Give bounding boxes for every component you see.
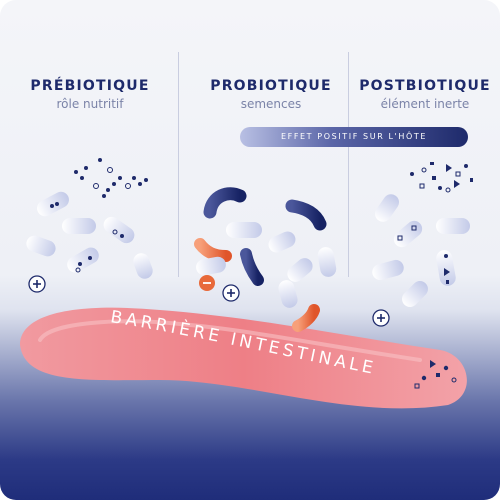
prebiotic-subtitle: rôle nutritif: [56, 97, 124, 111]
plus-circle-icon: [222, 284, 240, 302]
postbiotic-bacteria: [372, 194, 470, 307]
minus-circle-icon: [199, 275, 215, 291]
prebiotic-title: PRÉBIOTIQUE: [30, 78, 150, 94]
column-divider-left: [178, 52, 179, 277]
probiotic-bacteria: [194, 187, 337, 332]
postbiotic-particles: [410, 162, 473, 193]
barrier-highlight: [38, 319, 422, 362]
probiotic-title: PROBIOTIQUE: [210, 78, 332, 94]
intestinal-barrier-band: [20, 307, 467, 409]
postbiotic-title: POSTBIOTIQUE: [359, 78, 491, 94]
plus-circle-icon: [372, 309, 390, 327]
plus-circle-icon: [28, 275, 46, 293]
column-divider-right: [348, 52, 349, 277]
effect-banner: [240, 127, 468, 147]
postbiotic-subtitle: élément inerte: [380, 97, 470, 111]
probiotic-subtitle: semences: [240, 97, 302, 111]
barrier-particles: [414, 360, 457, 389]
prebiotic-particles: [74, 158, 148, 198]
effect-banner-label: EFFET POSITIF SUR L'HÔTE: [280, 132, 428, 141]
prebiotic-bacteria: [26, 191, 153, 279]
